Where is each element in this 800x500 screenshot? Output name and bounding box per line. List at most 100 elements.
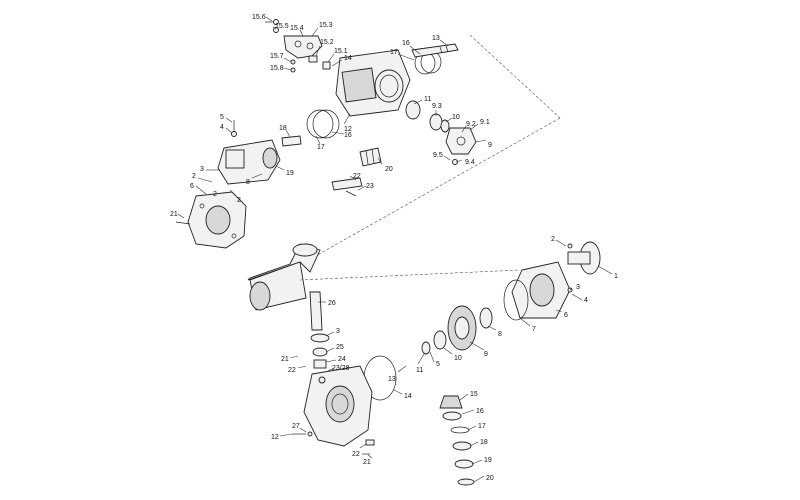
callout-label: 15.6	[252, 14, 266, 21]
callout-label: 11	[416, 367, 423, 374]
callout-label: 17	[478, 423, 486, 430]
callout-label: 23	[366, 183, 374, 190]
callout-label: 9.1	[480, 119, 490, 126]
callout-label: 26	[328, 300, 336, 307]
callout-label: 23/28	[332, 365, 350, 372]
bearing-part	[440, 119, 450, 133]
callout-label: 19	[484, 457, 492, 464]
housing-part	[335, 49, 411, 117]
shaft-part	[411, 43, 459, 58]
callout-label: 24	[338, 356, 346, 363]
left-housing-part	[217, 139, 281, 185]
callout-label: 21	[363, 459, 371, 466]
callout-label: 5	[220, 114, 224, 121]
bearing-part	[405, 100, 421, 120]
vertical-shaft-part	[309, 291, 323, 331]
callout-label: 2	[213, 191, 217, 198]
callout-label: 15.1	[334, 48, 348, 55]
callout-label: 14	[344, 55, 352, 62]
callout-label: 10	[454, 355, 462, 362]
bearing-part	[310, 333, 330, 343]
bolt-parts	[265, 19, 331, 73]
nut-part	[452, 159, 458, 165]
callout-labels-lower: 2 1 3 4 6 7 8 9 26 3 25 24 23/28	[271, 236, 618, 483]
pin-part	[359, 147, 382, 167]
callout-label: 25	[336, 344, 344, 351]
callout-label: 15.2	[320, 39, 334, 46]
callout-label: 7	[532, 326, 536, 333]
callout-label: 4	[220, 124, 224, 131]
callout-label: 22	[352, 451, 360, 458]
callout-label: 6	[564, 312, 568, 319]
callout-label: 15	[470, 391, 478, 398]
callout-label: 19	[286, 170, 294, 177]
hub-flange-part	[187, 191, 247, 249]
callout-label: 12	[344, 126, 352, 133]
bearing-part	[433, 330, 447, 350]
callout-label: 11	[424, 96, 431, 103]
yoke-part	[445, 127, 477, 155]
callout-label: 4	[584, 297, 588, 304]
spacer-part	[421, 341, 431, 355]
callout-label: 9	[488, 142, 492, 149]
callout-label: 16	[476, 408, 484, 415]
axle-housing-part	[247, 243, 321, 311]
callout-labels-upper: 15.6 15.5 15.4 15.3 15.2 15.1 15.7 15.8 …	[170, 14, 492, 219]
callout-label: 9	[484, 351, 488, 358]
callout-label: 6	[190, 183, 194, 190]
callout-label: 5	[436, 361, 440, 368]
pinion-stack-part	[439, 395, 475, 486]
callout-label: 13	[388, 376, 396, 383]
callout-label: 9.5	[433, 152, 443, 159]
bearing-part	[429, 113, 443, 131]
o-ring	[312, 109, 340, 139]
callout-label: 3	[336, 328, 340, 335]
callout-label: 22	[353, 173, 361, 180]
callout-label: 1	[614, 273, 618, 280]
callout-label: 14	[404, 393, 412, 400]
o-ring	[306, 109, 334, 139]
callout-label: 27	[292, 423, 300, 430]
callout-label: 2	[192, 173, 196, 180]
callout-label: 9.2	[466, 121, 476, 128]
callout-label: 20	[385, 166, 393, 173]
callout-label: 17	[390, 49, 398, 56]
callout-label: 18	[480, 439, 488, 446]
shaft-part	[281, 135, 302, 147]
bearing-part	[479, 307, 493, 329]
plate-part	[331, 177, 363, 191]
callout-label: 15.7	[270, 53, 284, 60]
callout-label: 18	[279, 125, 287, 132]
pin-part	[365, 439, 375, 446]
steering-housing-part	[303, 365, 373, 447]
callout-label: 2	[237, 197, 241, 204]
callout-label: 2	[551, 236, 555, 243]
nut-part	[307, 431, 313, 437]
cover-plate-part	[511, 261, 571, 319]
callout-label: 8	[498, 331, 502, 338]
callout-label: 9.3	[432, 103, 442, 110]
callout-label: 3	[200, 166, 204, 173]
callout-label: 10	[452, 114, 460, 121]
callout-label: 15.5	[275, 23, 289, 30]
callout-label: 8	[246, 179, 250, 186]
callout-label: 15.3	[319, 22, 333, 29]
callout-label: 13	[432, 35, 440, 42]
callout-label: 12	[271, 434, 279, 441]
bevel-gear-part	[447, 305, 477, 351]
callout-label: 16	[402, 40, 410, 47]
callout-label: 15.8	[270, 65, 284, 72]
callout-label: 21	[170, 211, 178, 218]
callout-label: 22	[288, 367, 296, 374]
callout-label: 16	[344, 132, 352, 139]
bearing-part	[312, 347, 328, 357]
callout-label: 3	[576, 284, 580, 291]
gasket-part	[503, 279, 529, 321]
callout-label: 17	[317, 144, 325, 151]
callout-label: 21	[281, 356, 289, 363]
callout-label: 20	[486, 475, 494, 482]
callout-label: 15.4	[290, 25, 304, 32]
washer-part	[231, 131, 237, 137]
callout-label: 9.4	[465, 159, 475, 166]
